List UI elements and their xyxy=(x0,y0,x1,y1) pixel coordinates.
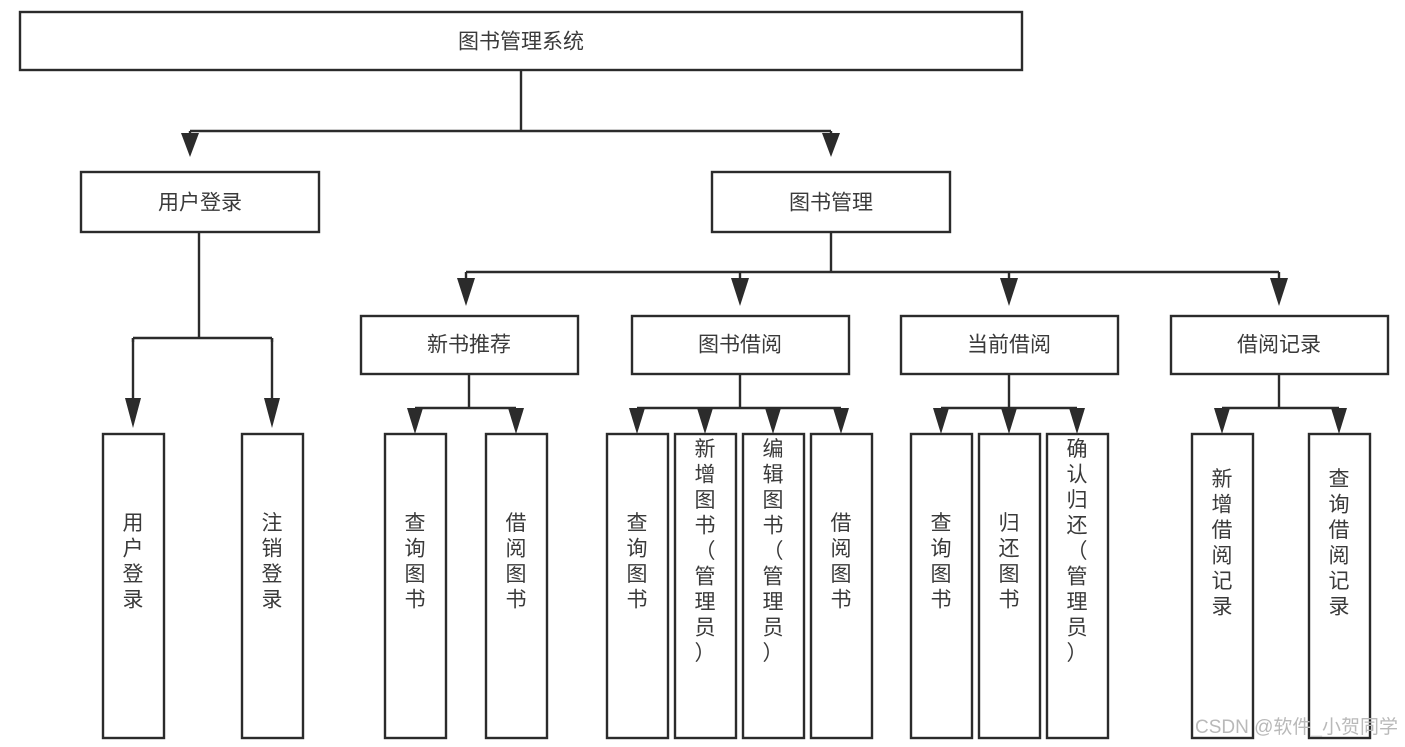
node-leaf-add-record[interactable]: 新增借阅记录 xyxy=(1190,432,1255,740)
node-leaf-return-book[interactable]: 归还图书 xyxy=(977,432,1042,740)
node-leaf-return-book-box[interactable] xyxy=(977,432,1042,740)
arrow-to-leaf-return-book xyxy=(1001,408,1017,434)
arrow-to-leaf-add-book xyxy=(697,408,713,434)
node-leaf-query-record[interactable]: 查询借阅记录 xyxy=(1307,432,1372,740)
arrow-to-user-login xyxy=(181,133,199,157)
node-leaf-query-record-label: 查询借阅记录 xyxy=(1329,468,1350,619)
node-book-borrow-box[interactable] xyxy=(630,314,851,376)
node-book-borrow-label: 图书借阅 xyxy=(698,334,782,357)
arrow-to-leaf-logout-login xyxy=(264,398,280,428)
node-book-borrow[interactable]: 图书借阅 xyxy=(630,314,851,376)
node-root-label: 图书管理系统 xyxy=(458,31,584,54)
node-leaf-return-book-label: 归还图书 xyxy=(999,512,1020,612)
node-leaf-user-login-label: 用户登录 xyxy=(123,512,144,612)
node-root[interactable]: 图书管理系统 xyxy=(18,10,1024,72)
node-leaf-query-book-3-label: 查询图书 xyxy=(931,512,952,612)
node-leaf-query-book-3[interactable]: 查询图书 xyxy=(909,432,974,740)
node-leaf-query-book-1-box[interactable] xyxy=(383,432,448,740)
arrow-to-leaf-add-record xyxy=(1214,408,1230,434)
node-leaf-edit-book[interactable]: 编辑图书（管理员） xyxy=(741,432,806,740)
node-leaf-edit-book-box[interactable] xyxy=(741,432,806,740)
node-book-manage-label: 图书管理 xyxy=(789,192,873,215)
node-leaf-query-book-2-label: 查询图书 xyxy=(627,512,648,612)
node-leaf-query-book-3-box[interactable] xyxy=(909,432,974,740)
node-user-login-label: 用户登录 xyxy=(158,192,242,215)
node-borrow-record[interactable]: 借阅记录 xyxy=(1169,314,1390,376)
arrow-to-leaf-user-login xyxy=(125,398,141,428)
node-user-login[interactable]: 用户登录 xyxy=(79,170,321,234)
node-leaf-add-record-label: 新增借阅记录 xyxy=(1212,468,1233,619)
node-leaf-borrow-book-1-label: 借阅图书 xyxy=(506,512,527,612)
node-leaf-logout-login-box[interactable] xyxy=(240,432,305,740)
node-leaf-borrow-book-2-box[interactable] xyxy=(809,432,874,740)
arrow-to-leaf-query-book-1 xyxy=(407,408,423,434)
arrow-to-leaf-confirm-return xyxy=(1069,408,1085,434)
connector-layer xyxy=(125,70,1347,434)
node-leaf-add-book-box[interactable] xyxy=(673,432,738,740)
node-new-book-recommend-box[interactable] xyxy=(359,314,580,376)
arrow-to-leaf-borrow-book-2 xyxy=(833,408,849,434)
node-user-login-box[interactable] xyxy=(79,170,321,234)
node-current-borrow-label: 当前借阅 xyxy=(967,334,1051,357)
node-leaf-add-book[interactable]: 新增图书（管理员） xyxy=(673,432,738,740)
arrow-to-book-manage xyxy=(822,133,840,157)
node-current-borrow-box[interactable] xyxy=(899,314,1120,376)
node-leaf-edit-book-label: 编辑图书（管理员） xyxy=(763,438,784,665)
node-leaf-borrow-book-1[interactable]: 借阅图书 xyxy=(484,432,549,740)
node-leaf-user-login[interactable]: 用户登录 xyxy=(101,432,166,740)
node-book-manage[interactable]: 图书管理 xyxy=(710,170,952,234)
node-leaf-logout-login-label: 注销登录 xyxy=(262,512,283,612)
node-leaf-query-book-1-label: 查询图书 xyxy=(405,512,426,612)
node-leaf-query-book-2[interactable]: 查询图书 xyxy=(605,432,670,740)
arrow-to-book-borrow xyxy=(731,278,749,306)
node-leaf-add-record-box[interactable] xyxy=(1190,432,1255,740)
node-new-book-recommend[interactable]: 新书推荐 xyxy=(359,314,580,376)
node-leaf-borrow-book-2[interactable]: 借阅图书 xyxy=(809,432,874,740)
node-leaf-query-book-1[interactable]: 查询图书 xyxy=(383,432,448,740)
node-leaf-borrow-book-1-box[interactable] xyxy=(484,432,549,740)
arrow-to-leaf-edit-book xyxy=(765,408,781,434)
node-leaf-confirm-return-label: 确认归还（管理员） xyxy=(1067,438,1088,665)
arrow-to-borrow-record xyxy=(1270,278,1288,306)
node-borrow-record-box[interactable] xyxy=(1169,314,1390,376)
arrow-to-leaf-query-book-2 xyxy=(629,408,645,434)
watermark: CSDN @软件_小贺同学 xyxy=(1195,716,1398,738)
node-leaf-borrow-book-2-label: 借阅图书 xyxy=(831,512,852,612)
arrow-to-leaf-borrow-book-1 xyxy=(508,408,524,434)
node-leaf-query-record-box[interactable] xyxy=(1307,432,1372,740)
node-leaf-confirm-return-box[interactable] xyxy=(1045,432,1110,740)
arrow-to-leaf-query-book-3 xyxy=(933,408,949,434)
node-leaf-user-login-box[interactable] xyxy=(101,432,166,740)
node-book-manage-box[interactable] xyxy=(710,170,952,234)
node-leaf-add-book-label: 新增图书（管理员） xyxy=(695,438,716,665)
node-borrow-record-label: 借阅记录 xyxy=(1237,334,1321,357)
node-root-box[interactable] xyxy=(18,10,1024,72)
node-leaf-confirm-return[interactable]: 确认归还（管理员） xyxy=(1045,432,1110,740)
arrow-to-current-borrow xyxy=(1000,278,1018,306)
node-current-borrow[interactable]: 当前借阅 xyxy=(899,314,1120,376)
node-new-book-recommend-label: 新书推荐 xyxy=(427,334,511,357)
node-leaf-logout-login[interactable]: 注销登录 xyxy=(240,432,305,740)
node-leaf-query-book-2-box[interactable] xyxy=(605,432,670,740)
arrow-to-leaf-query-record xyxy=(1331,408,1347,434)
arrow-to-new-book-recommend xyxy=(457,278,475,306)
